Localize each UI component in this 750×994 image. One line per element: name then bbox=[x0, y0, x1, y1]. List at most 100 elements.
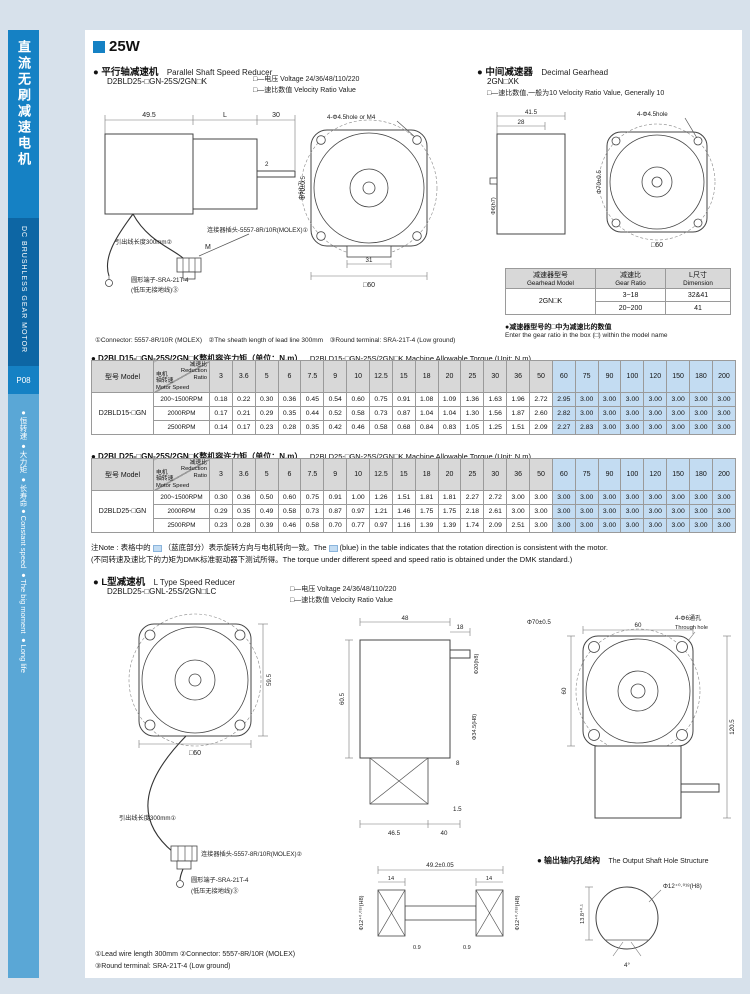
square-60-label: □60 bbox=[363, 282, 375, 289]
connector-annotation: 连接器插头-5557-8R/10R(MOLEX)① bbox=[207, 226, 308, 234]
sidebar-features-text: ●恒转速 ●大力矩 ●长寿命●Constant speed ●The big m… bbox=[18, 408, 29, 673]
ltype-heading-cn: ● L型减速机 bbox=[93, 577, 146, 588]
torque-value-cell: 3.00 bbox=[666, 392, 691, 407]
torque-value-cell: 3.00 bbox=[597, 518, 622, 533]
shaft-diameter-label: Φ6(h7) bbox=[298, 180, 305, 199]
square-60-label: □60 bbox=[189, 750, 201, 757]
mount-hole bbox=[588, 641, 600, 653]
hole-structure-drawing: 13.8⁺⁰·¹ Φ12⁺⁰·⁰¹⁸(H8) 4° bbox=[579, 883, 702, 969]
speed-cell: 2500RPM bbox=[153, 420, 210, 435]
through-hole-label-en: Through hole bbox=[675, 625, 708, 631]
header-cn: L尺寸 bbox=[689, 272, 707, 279]
torque-value-cell: 0.36 bbox=[231, 490, 256, 505]
torque-value-cell: 3.00 bbox=[620, 504, 645, 519]
dim-gearhead-length: L bbox=[223, 112, 227, 119]
dimension-lines bbox=[377, 866, 504, 886]
connector-leader bbox=[198, 233, 250, 257]
torque-value-cell: 3.00 bbox=[643, 490, 668, 505]
gearhead-body bbox=[496, 133, 566, 235]
output-shaft bbox=[256, 170, 296, 178]
terminal-annotation-2: (低压无接地线)③ bbox=[131, 286, 178, 294]
wire bbox=[147, 735, 187, 853]
dim-49-2: 49.2±0.05 bbox=[426, 862, 454, 869]
torque-value-cell: 3.00 bbox=[643, 518, 668, 533]
parallel-model: D2BLD25-□GN-25S/2GN□K bbox=[107, 77, 207, 86]
reduction-ratio-label: 减速比 Reduction Ratio bbox=[180, 362, 207, 381]
dim-60-5: 60.5 bbox=[339, 692, 346, 705]
pitch-circle-label: Φ70±0.5 bbox=[300, 176, 307, 200]
reducer-body bbox=[359, 639, 451, 759]
torque-value-cell: 1.05 bbox=[460, 420, 485, 435]
ratio-header-cell: 3 bbox=[209, 360, 233, 393]
title-en: D2BLD25-□GN-25S/2GN□K Machine Allowable … bbox=[309, 452, 531, 461]
mount-hole bbox=[611, 136, 621, 146]
hole-structure-heading-cn: ● 输出轴内孔结构 bbox=[537, 856, 601, 865]
torque-value-cell: 0.30 bbox=[209, 490, 233, 505]
torque-value-cell: 0.30 bbox=[254, 392, 279, 407]
torque-value-cell: 3.00 bbox=[711, 518, 737, 533]
parallel-shaft-drawing: 49.5 L 30 2 Φ6(h7) bbox=[104, 112, 438, 294]
torque-value-cell: 3.00 bbox=[529, 518, 553, 533]
note-part-2: （蓝底部分）表示旋转方向与电机转向一致。The bbox=[163, 543, 327, 552]
torque-value-cell: 3.00 bbox=[620, 518, 645, 533]
dim-60-left: 60 bbox=[561, 687, 568, 694]
torque-value-cell: 0.49 bbox=[254, 504, 279, 519]
torque-value-cell: 1.75 bbox=[437, 504, 462, 519]
sidebar-features: ●恒转速 ●大力矩 ●长寿命●Constant speed ●The big m… bbox=[8, 394, 39, 978]
torque-value-cell: 0.54 bbox=[323, 392, 348, 407]
torque-value-cell: 3.00 bbox=[666, 504, 691, 519]
ratio-header-cell: 5 bbox=[254, 360, 279, 393]
ltype-side-drawing: 48 18 Φ20(h8) 60.5 Φ34.5(H8) 8 1.5 46.5 … bbox=[339, 615, 480, 837]
dimension-lines bbox=[138, 623, 268, 748]
round-terminal-symbol bbox=[105, 276, 113, 287]
table-note-line-1: 注Note : 表格中的（蓝底部分）表示旋转方向与电机转向一致。The(blue… bbox=[91, 542, 608, 553]
ratio-header-cell: 50 bbox=[529, 458, 553, 491]
torque-value-cell: 3.00 bbox=[666, 518, 691, 533]
pitch-circle bbox=[598, 123, 716, 241]
parallel-legend-ratio: □—速比数值 Velocity Ratio Value bbox=[253, 87, 356, 94]
model-cell: D2BLD25-□GN bbox=[91, 490, 154, 533]
torque-value-cell: 3.00 bbox=[689, 504, 713, 519]
wire-to-connector bbox=[132, 213, 184, 259]
blue-box-icon bbox=[152, 544, 162, 552]
dimension-lines bbox=[567, 626, 731, 819]
motor-speed-label: 电机 轴转速 Motor Speed bbox=[156, 371, 190, 391]
terminal-annotation-1: 圆形端子-SRA-21T-4 bbox=[131, 276, 189, 284]
torque-value-cell: 1.04 bbox=[437, 406, 462, 421]
torque-value-cell: 3.00 bbox=[689, 406, 713, 421]
torque-value-cell: 0.39 bbox=[254, 518, 279, 533]
torque-value-cell: 3.00 bbox=[506, 490, 531, 505]
torque-value-cell: 0.35 bbox=[277, 406, 302, 421]
dim-40: 40 bbox=[441, 830, 448, 837]
torque-value-cell: 0.75 bbox=[369, 392, 393, 407]
dim-41-5: 41.5 bbox=[525, 109, 538, 116]
lead-wires bbox=[147, 735, 187, 881]
torque-value-cell: 3.00 bbox=[711, 504, 737, 519]
torque-value-cell: 3.00 bbox=[574, 490, 599, 505]
dim-60-top: 60 bbox=[635, 622, 642, 629]
shaft-hole bbox=[651, 176, 663, 188]
speed-cell: 200~1500RPM bbox=[153, 392, 210, 407]
bottom-note-2: ③Round terminal: SRA-21T-4 (Low ground) bbox=[95, 963, 231, 970]
motor-speed-label: 电机 轴转速 Motor Speed bbox=[156, 469, 190, 489]
torque-value-cell: 1.36 bbox=[460, 392, 485, 407]
dim-59-5: 59.5 bbox=[266, 673, 273, 686]
ratio-header-cell: 36 bbox=[506, 458, 531, 491]
torque-value-cell: 0.84 bbox=[414, 420, 439, 435]
terminal-annotation-1: 圆形端子-SRA-21T-4 bbox=[191, 876, 249, 884]
torque-value-cell: 3.00 bbox=[597, 392, 622, 407]
ratio-header-cell: 18 bbox=[414, 360, 439, 393]
torque-value-cell: 3.00 bbox=[506, 504, 531, 519]
dimension-lines bbox=[104, 115, 296, 170]
ratio-header-cell: 120 bbox=[643, 458, 668, 491]
ratio-header-cell: 30 bbox=[483, 360, 508, 393]
bore-right-label: Φ12⁺⁰·⁰¹⁸(H8) bbox=[514, 895, 521, 930]
ratio-header-cell: 6 bbox=[277, 458, 302, 491]
dimension-lines bbox=[345, 618, 471, 828]
